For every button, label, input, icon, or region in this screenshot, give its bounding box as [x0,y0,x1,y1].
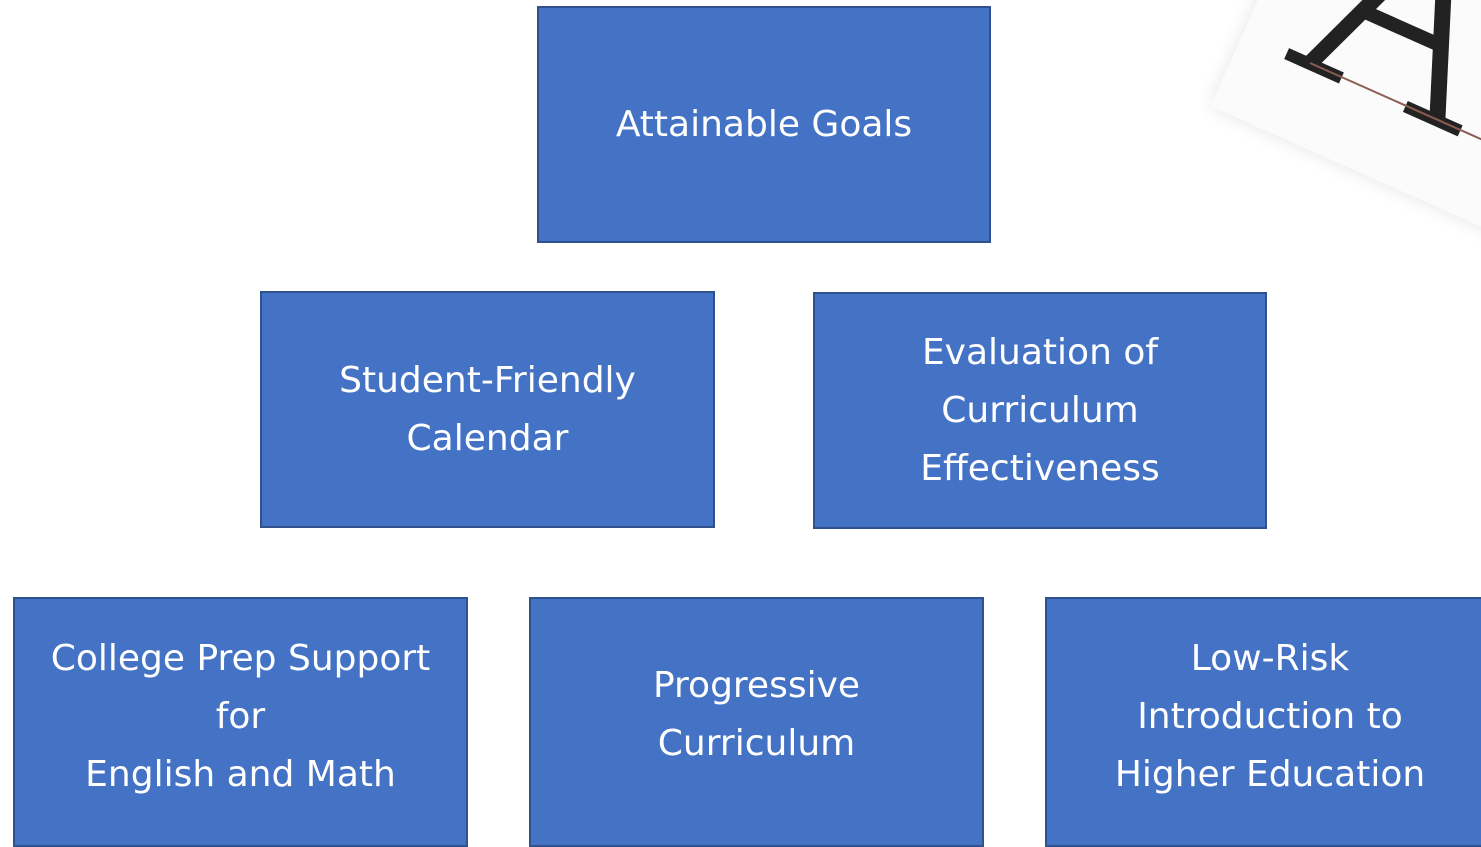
node-label: Low-Risk Introduction to Higher Educatio… [1114,638,1426,795]
node-low-risk-introduction: Low-Risk Introduction to Higher Educatio… [1045,597,1481,847]
node-label: Attainable Goals [615,103,913,145]
node-attainable-goals: Attainable Goals [537,6,991,243]
node-college-prep-support: College Prep Support for English and Mat… [13,597,468,847]
node-label: Evaluation of Curriculum Effectiveness [920,331,1160,489]
node-label: College Prep Support for English and Mat… [50,638,431,795]
node-student-friendly-calendar: Student-Friendly Calendar [260,291,715,528]
node-label: Student-Friendly Calendar [339,359,636,459]
node-label: Progressive Curriculum [652,665,861,764]
node-progressive-curriculum: Progressive Curriculum [529,597,984,847]
node-evaluation-of-curriculum: Evaluation of Curriculum Effectiveness [813,292,1267,529]
